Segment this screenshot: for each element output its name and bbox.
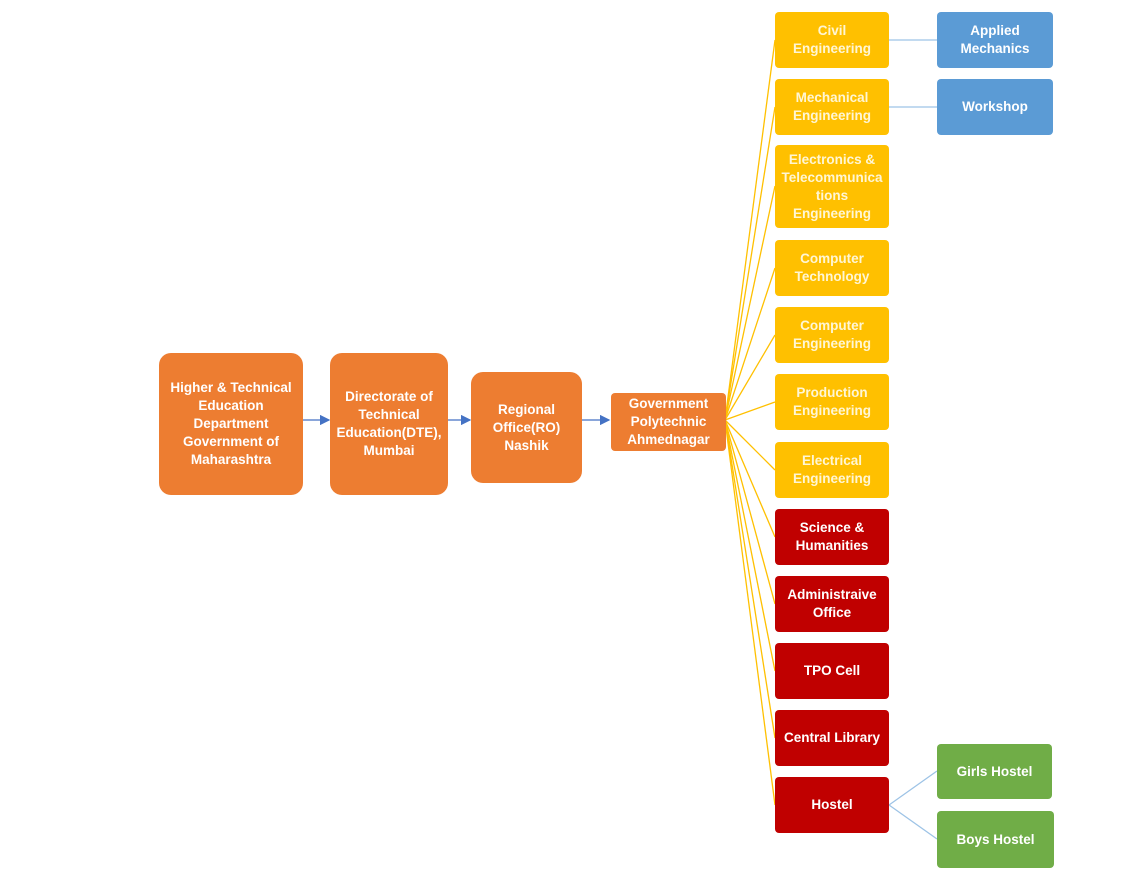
box-dte-mumbai: Directorate of Technical Education(DTE),…	[330, 353, 448, 495]
box-label: Science & Humanities	[795, 520, 869, 553]
box-label: TPO Cell	[803, 663, 861, 678]
box-label: Boys Hostel	[956, 831, 1035, 847]
box-label: Civil Engineering	[792, 23, 871, 56]
box-label: Government Polytechnic Ahmednagar	[627, 396, 710, 447]
box-label: Administraive Office	[787, 587, 877, 620]
dept-electrical-engineering: Electrical Engineering	[775, 442, 889, 498]
box-label: Electrical Engineering	[792, 453, 871, 486]
subunit-boys-hostel: Boys Hostel	[937, 811, 1054, 868]
box-label: Electronics & Telecommunica tions Engine…	[781, 151, 883, 221]
sub-lines	[888, 39, 938, 840]
section-central-library: Central Library	[775, 710, 889, 766]
dept-computer-engineering: Computer Engineering	[775, 307, 889, 363]
box-label: Applied Mechanics	[960, 23, 1030, 56]
section-hostel: Hostel	[775, 777, 889, 833]
dept-computer-technology: Computer Technology	[775, 240, 889, 296]
subunit-girls-hostel: Girls Hostel	[937, 744, 1052, 799]
box-regional-office-nashik: Regional Office(RO) Nashik	[471, 372, 582, 483]
subunit-applied-mechanics: Applied Mechanics	[937, 12, 1053, 68]
section-administrative-office: Administraive Office	[775, 576, 889, 632]
box-label: Workshop	[962, 99, 1028, 114]
dept-production-engineering: Production Engineering	[775, 374, 889, 430]
box-label: Regional Office(RO) Nashik	[492, 401, 561, 453]
box-label: Higher & Technical Education Department …	[170, 380, 292, 467]
box-label: Central Library	[783, 730, 881, 745]
dept-electronics-telecommunications: Electronics & Telecommunica tions Engine…	[775, 145, 889, 228]
dept-civil-engineering: Civil Engineering	[775, 12, 889, 68]
dept-mechanical-engineering: Mechanical Engineering	[775, 79, 889, 135]
fan-lines	[724, 39, 776, 806]
box-label: Mechanical Engineering	[792, 90, 871, 123]
section-science-humanities: Science & Humanities	[775, 509, 889, 565]
box-higher-technical-education-dept: Higher & Technical Education Department …	[159, 353, 303, 495]
box-label: Production Engineering	[792, 385, 871, 418]
box-government-polytechnic-ahmednagar: Government Polytechnic Ahmednagar	[611, 393, 726, 451]
box-label: Directorate of Technical Education(DTE),…	[336, 389, 442, 458]
box-label: Girls Hostel	[956, 763, 1033, 779]
box-label: Computer Engineering	[792, 318, 871, 351]
subunit-workshop: Workshop	[937, 79, 1053, 135]
box-label: Computer Technology	[794, 251, 870, 284]
section-tpo-cell: TPO Cell	[775, 643, 889, 699]
box-label: Hostel	[811, 797, 853, 812]
